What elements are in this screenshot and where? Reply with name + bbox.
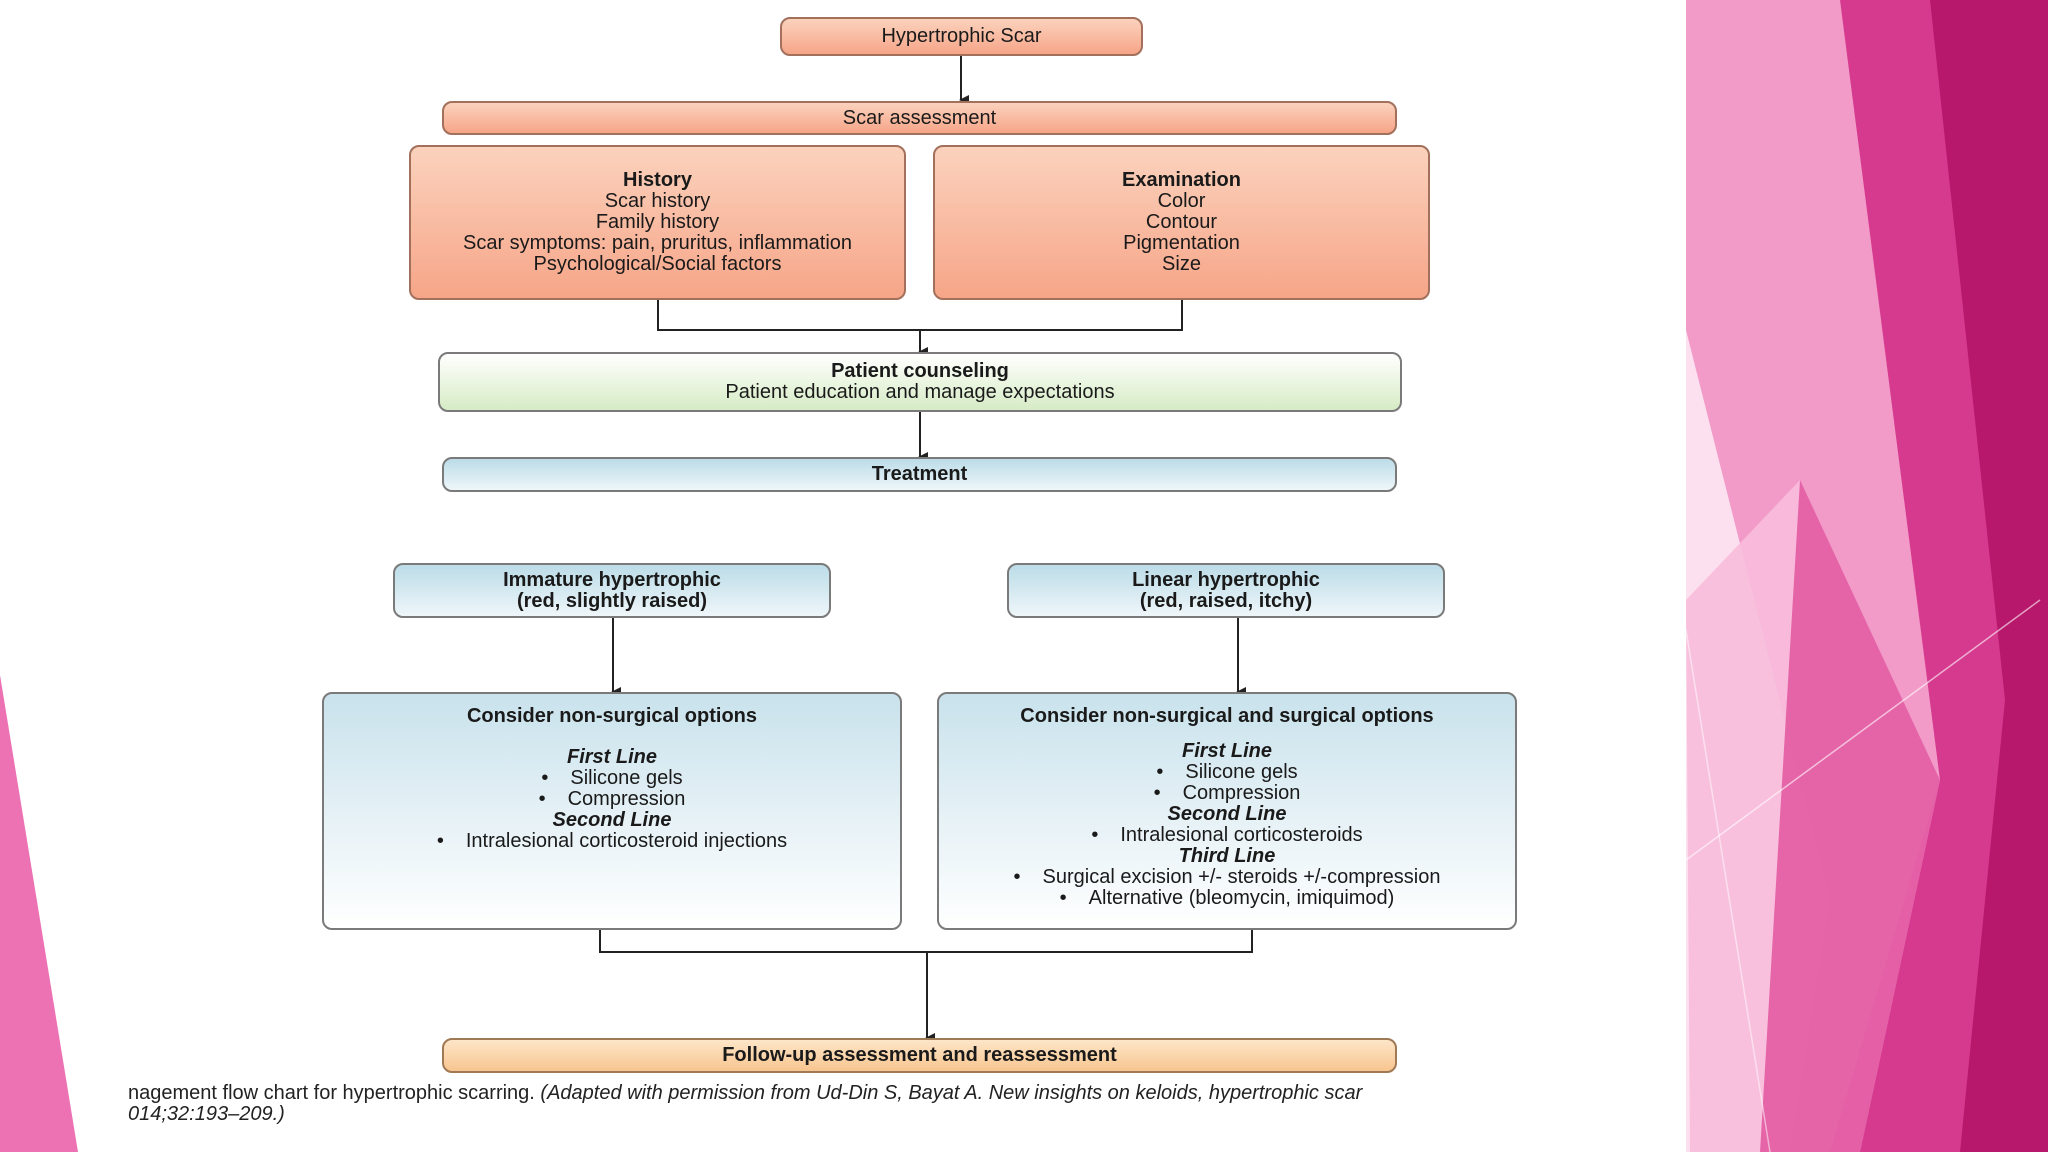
linear-line2: (red, raised, itchy) — [1139, 589, 1313, 612]
hypertrophic-scar-box: Hypertrophic Scar — [780, 17, 1143, 56]
examination-box: Examination Color Contour Pigmentation S… — [933, 145, 1430, 300]
linear-hypertrophic-box: Linear hypertrophic (red, raised, itchy) — [1007, 563, 1445, 618]
nonsurgical-first-line: First Line — [566, 746, 657, 768]
surgical-first-line: First Line — [1181, 740, 1272, 762]
caption-italic: (Adapted with permission from Ud-Din S, … — [540, 1083, 1363, 1104]
examination-item: Pigmentation — [1123, 232, 1240, 254]
figure-caption: nagement flow chart for hypertrophic sca… — [128, 1083, 1685, 1125]
follow-up-box: Follow-up assessment and reassessment — [442, 1038, 1397, 1073]
examination-item: Color — [1157, 190, 1206, 212]
history-box: History Scar history Family history Scar… — [409, 145, 906, 300]
immature-line1: Immature hypertrophic — [503, 568, 721, 591]
counseling-subtitle: Patient education and manage expectation… — [725, 381, 1115, 403]
surgical-first-item: Compression — [1154, 783, 1301, 804]
history-item: Scar history — [604, 190, 711, 212]
connector-history-examination — [657, 300, 1183, 331]
scar-assessment-label: Scar assessment — [842, 106, 997, 129]
treatment-box: Treatment — [442, 457, 1397, 492]
immature-line2: (red, slightly raised) — [516, 589, 708, 612]
surgical-third-item: Surgical excision +/- steroids +/-compre… — [1014, 867, 1441, 888]
treatment-label: Treatment — [871, 463, 968, 485]
surgical-third-item: Alternative (bleomycin, imiquimod) — [1060, 888, 1395, 909]
history-title: History — [623, 169, 692, 191]
linear-line1: Linear hypertrophic — [1132, 568, 1320, 591]
nonsurgical-first-item: Compression — [539, 789, 686, 810]
counseling-title: Patient counseling — [831, 360, 1009, 382]
nonsurgical-second-item: Intralesional corticosteroid injections — [437, 831, 787, 852]
examination-item: Contour — [1145, 211, 1218, 233]
surgical-title: Consider non-surgical and surgical optio… — [1020, 705, 1434, 727]
right-panel-thin-line — [1685, 599, 2041, 861]
immature-hypertrophic-box: Immature hypertrophic (red, slightly rai… — [393, 563, 831, 618]
history-item: Scar symptoms: pain, pruritus, inflammat… — [462, 232, 853, 254]
non-surgical-options-box: Consider non-surgical options First Line… — [322, 692, 902, 930]
caption-line-1: nagement flow chart for hypertrophic sca… — [128, 1083, 1685, 1104]
history-item: Psychological/Social factors — [533, 253, 782, 275]
patient-counseling-box: Patient counseling Patient education and… — [438, 352, 1402, 412]
nonsurgical-second-line: Second Line — [552, 809, 672, 831]
connector-options-merge — [599, 930, 1253, 953]
hypertrophic-scar-label: Hypertrophic Scar — [881, 25, 1042, 47]
examination-title: Examination — [1122, 169, 1241, 191]
scar-assessment-box: Scar assessment — [442, 101, 1397, 135]
nonsurgical-first-item: Silicone gels — [541, 768, 682, 789]
left-pink-triangle — [0, 675, 78, 1152]
examination-item: Size — [1162, 253, 1201, 275]
followup-label: Follow-up assessment and reassessment — [722, 1044, 1117, 1066]
nonsurgical-title: Consider non-surgical options — [466, 705, 757, 727]
surgical-first-item: Silicone gels — [1156, 762, 1297, 783]
right-panel-thin-line-2 — [1685, 629, 1771, 1152]
surgical-third-line: Third Line — [1178, 845, 1276, 867]
surgical-second-item: Intralesional corticosteroids — [1091, 825, 1362, 846]
surgical-second-line: Second Line — [1167, 803, 1287, 825]
surgical-options-box: Consider non-surgical and surgical optio… — [937, 692, 1517, 930]
right-panel-hot-pink — [1760, 480, 1940, 1152]
right-panel-dark-magenta — [1930, 0, 2048, 1152]
history-item: Family history — [595, 211, 720, 233]
caption-line-2: 014;32:193–209.) — [128, 1103, 285, 1125]
caption-plain: nagement flow chart for hypertrophic sca… — [128, 1083, 541, 1104]
